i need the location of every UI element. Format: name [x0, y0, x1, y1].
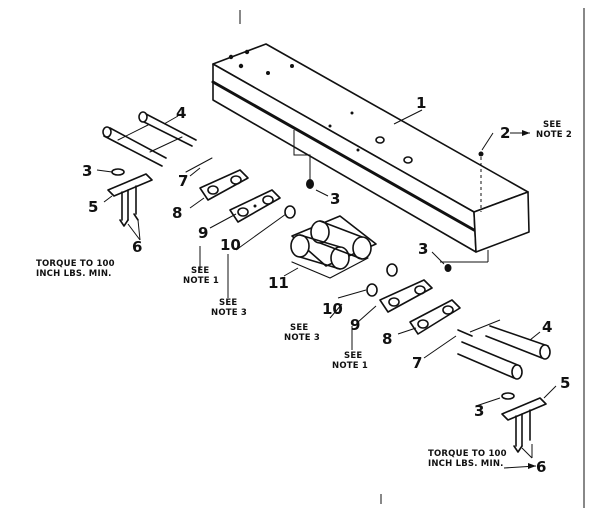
- callout-7-right: 7: [412, 354, 422, 372]
- callout-4-left: 4: [176, 104, 186, 122]
- nut-right: [444, 264, 452, 272]
- bushing-left: [284, 205, 296, 219]
- torque-right-line1: TORQUE TO 100: [428, 449, 507, 459]
- see-note3-right-text: NOTE 3: [284, 333, 320, 343]
- callout-3-center: 3: [330, 190, 340, 208]
- callout-1: 1: [416, 94, 426, 112]
- callout-4-right: 4: [542, 318, 552, 336]
- callout-8-right: 8: [382, 330, 392, 348]
- see-note1-right-text: NOTE 1: [332, 361, 368, 371]
- link-plate-right-8: [409, 299, 461, 335]
- beam-part: [211, 43, 530, 253]
- callout-5-right: 5: [560, 374, 570, 392]
- see-note3-left-see: SEE: [219, 298, 237, 308]
- callout-9-left: 9: [198, 224, 208, 242]
- callout-7-left: 7: [178, 172, 188, 190]
- arrow-note2: [522, 130, 530, 136]
- callout-10-left: 10: [220, 236, 241, 254]
- washer-lower-right: [501, 392, 515, 400]
- link-plate-left-9: [229, 189, 281, 223]
- clamp-left: [107, 173, 153, 227]
- callout-3-right: 3: [418, 240, 428, 258]
- see-note1-left-text: NOTE 1: [183, 276, 219, 286]
- callout-9-right: 9: [350, 316, 360, 334]
- see-note2-see: SEE: [543, 120, 561, 130]
- assembly-line-1: [293, 130, 311, 180]
- callout-6-left: 6: [132, 238, 142, 256]
- rods-upper-left: [102, 111, 213, 173]
- callout-8-left: 8: [172, 204, 182, 222]
- callout-2: 2: [500, 124, 510, 142]
- callout-6-right: 6: [536, 458, 546, 476]
- torque-right-line2: INCH LBS. MIN.: [428, 459, 504, 469]
- callout-11: 11: [268, 274, 289, 292]
- clamp-right: [501, 397, 547, 453]
- callout-3-left: 3: [82, 162, 92, 180]
- leader-lines: [96, 109, 557, 469]
- rods-lower-right: [457, 319, 551, 380]
- callout-10-right: 10: [322, 300, 343, 318]
- bushing-right-2: [366, 283, 378, 297]
- roller-assembly: [290, 215, 377, 279]
- torque-left-line1: TORQUE TO 100: [36, 259, 115, 269]
- see-note1-right-see: SEE: [344, 351, 362, 361]
- nut-center-part: [306, 179, 314, 189]
- link-plate-right-9: [379, 279, 433, 313]
- link-plate-left-8: [199, 169, 249, 201]
- callout-3-lower: 3: [474, 402, 484, 420]
- bushing-right: [386, 263, 398, 277]
- screw-part: [478, 151, 484, 212]
- pin-right: [457, 329, 473, 337]
- arrow-torque-right: [528, 463, 536, 469]
- callout-5-left: 5: [88, 198, 98, 216]
- see-note3-right-see: SEE: [290, 323, 308, 333]
- see-note1-left-see: SEE: [191, 266, 209, 276]
- see-note3-left-text: NOTE 3: [211, 308, 247, 318]
- washer-left-upper: [111, 168, 125, 176]
- see-note2-text: NOTE 2: [536, 130, 572, 140]
- torque-left-line2: INCH LBS. MIN.: [36, 269, 112, 279]
